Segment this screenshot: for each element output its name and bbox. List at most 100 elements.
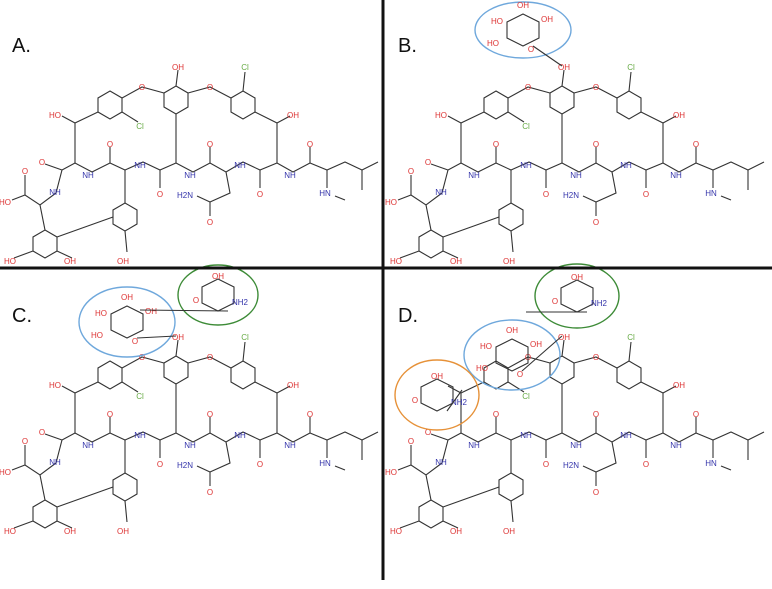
atom-label: OH [64, 257, 76, 266]
panel-label: A. [12, 35, 31, 57]
atom-label: NH2 [591, 299, 608, 308]
sugar-ring [110, 305, 144, 339]
atom-label: O [22, 437, 28, 446]
atom-label: NH [184, 441, 196, 450]
atom-label: NH [570, 171, 582, 180]
atom-label: NH [49, 188, 61, 197]
atom-label: OH [503, 527, 515, 536]
atom-label: H2N [563, 191, 579, 200]
atom-label: Cl [522, 392, 530, 401]
atom-label: HO [49, 111, 61, 120]
atom-label: Cl [241, 333, 249, 342]
atom-label: OH [145, 307, 157, 316]
atom-label: O [593, 218, 599, 227]
atom-label: NH2 [451, 398, 468, 407]
atom-label: HN [705, 459, 717, 468]
atom-label: Cl [627, 63, 635, 72]
highlight-ellipse [394, 359, 480, 431]
atom-label: HO [4, 527, 16, 536]
atom-label: O [107, 140, 113, 149]
atom-label: OH [431, 372, 443, 381]
atom-label: HO [0, 198, 11, 207]
atom-label: HO [4, 257, 16, 266]
atom-label: O [643, 460, 649, 469]
atom-label: NH [620, 161, 632, 170]
atom-label: O [543, 460, 549, 469]
atom-label: O [132, 337, 138, 346]
atom-label: OH [64, 527, 76, 536]
atom-label: O [257, 190, 263, 199]
atom-label: OH [503, 257, 515, 266]
glycosidic-bond [136, 335, 177, 339]
panel-label: D. [398, 305, 418, 327]
atom-label: NH [134, 431, 146, 440]
atom-label: NH [670, 441, 682, 450]
atom-label: NH [468, 171, 480, 180]
atom-label: NH [435, 188, 447, 197]
atom-label: O [593, 83, 599, 92]
atom-label: NH [670, 171, 682, 180]
atom-label: OH [287, 111, 299, 120]
atom-label: HO [390, 257, 402, 266]
sugar-ring [420, 378, 454, 412]
atom-label: O [693, 140, 699, 149]
atom-label: O [157, 460, 163, 469]
atom-label: NH [570, 441, 582, 450]
atom-label: O [493, 140, 499, 149]
atom-label: O [408, 167, 414, 176]
atom-label: O [157, 190, 163, 199]
sugar-ring [560, 279, 594, 313]
atom-label: O [257, 460, 263, 469]
atom-label: O [307, 410, 313, 419]
atom-label: NH [234, 431, 246, 440]
glycosidic-bond [139, 309, 229, 312]
atom-label: O [139, 83, 145, 92]
atom-label: O [408, 437, 414, 446]
atom-label: OH [121, 293, 133, 302]
atom-label: H2N [177, 461, 193, 470]
highlight-ellipse [534, 263, 620, 329]
atom-label: HO [385, 468, 397, 477]
atom-label: OH [541, 15, 553, 24]
atom-label: O [207, 410, 213, 419]
atom-label: O [593, 488, 599, 497]
atom-label: NH [49, 458, 61, 467]
atom-label: HO [491, 17, 503, 26]
atom-label: H2N [563, 461, 579, 470]
atom-label: O [693, 410, 699, 419]
atom-label: O [593, 140, 599, 149]
atom-label: O [543, 190, 549, 199]
atom-label: OH [287, 381, 299, 390]
atom-label: HO [91, 331, 103, 340]
atom-label: OH [506, 326, 518, 335]
atom-label: HO [385, 198, 397, 207]
atom-label: O [517, 370, 523, 379]
atom-label: O [307, 140, 313, 149]
atom-label: HO [95, 309, 107, 318]
glycosidic-bond [446, 389, 463, 412]
atom-label: O [107, 410, 113, 419]
atom-label: O [425, 158, 431, 167]
aglycone-core [11, 69, 379, 259]
atom-label: O [525, 83, 531, 92]
panel-d: D.OHOOClClOHOOOOOOOHONHNHNHNHNHNHH2NOHNH… [385, 305, 765, 536]
atom-label: OH [172, 63, 184, 72]
atom-label: HO [435, 111, 447, 120]
aglycone-core [397, 339, 765, 529]
atom-label: OH [117, 527, 129, 536]
atom-label: OH [673, 111, 685, 120]
atom-label: HO [487, 39, 499, 48]
atom-label: OH [117, 257, 129, 266]
aglycone-core [397, 69, 765, 259]
atom-label: HO [476, 364, 488, 373]
atom-label: NH [82, 171, 94, 180]
atom-label: NH [520, 161, 532, 170]
atom-label: Cl [241, 63, 249, 72]
atom-label: NH [284, 441, 296, 450]
